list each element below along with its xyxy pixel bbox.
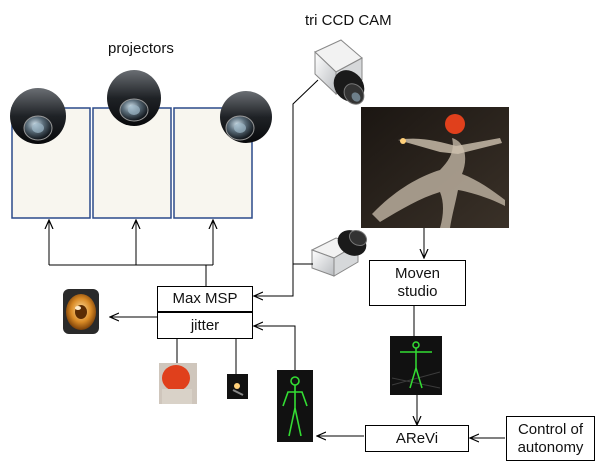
max-to-screens-connectors <box>49 220 213 286</box>
control-of-autonomy-box: Control of autonomy <box>506 416 595 461</box>
projector-icon <box>220 91 272 143</box>
dancer-capture-photo <box>361 107 509 228</box>
jitter-box: jitter <box>157 312 253 339</box>
camera-label: tri CCD CAM <box>305 12 392 29</box>
skeleton-icon <box>277 370 313 442</box>
arevi-box: AReVi <box>365 425 469 452</box>
camera-to-max-connectors <box>254 79 319 296</box>
jitter-to-thumbnails-connectors <box>176 339 237 374</box>
skeleton-icon <box>390 336 442 395</box>
projector-icon <box>107 70 161 126</box>
max-msp-box: Max MSP <box>157 286 253 312</box>
dancer-thumbnail-large <box>159 363 197 404</box>
moven-studio-box: Moven studio <box>369 260 466 306</box>
projection-screen-center <box>92 107 172 219</box>
dancer-thumbnail-small <box>227 374 248 399</box>
speaker-icon <box>63 289 99 334</box>
skeleton-to-jitter-arrow <box>254 326 296 370</box>
camera-icon <box>314 39 365 105</box>
projectors-label: projectors <box>108 40 174 57</box>
camera-icon <box>310 229 368 277</box>
projector-icon <box>10 88 66 144</box>
